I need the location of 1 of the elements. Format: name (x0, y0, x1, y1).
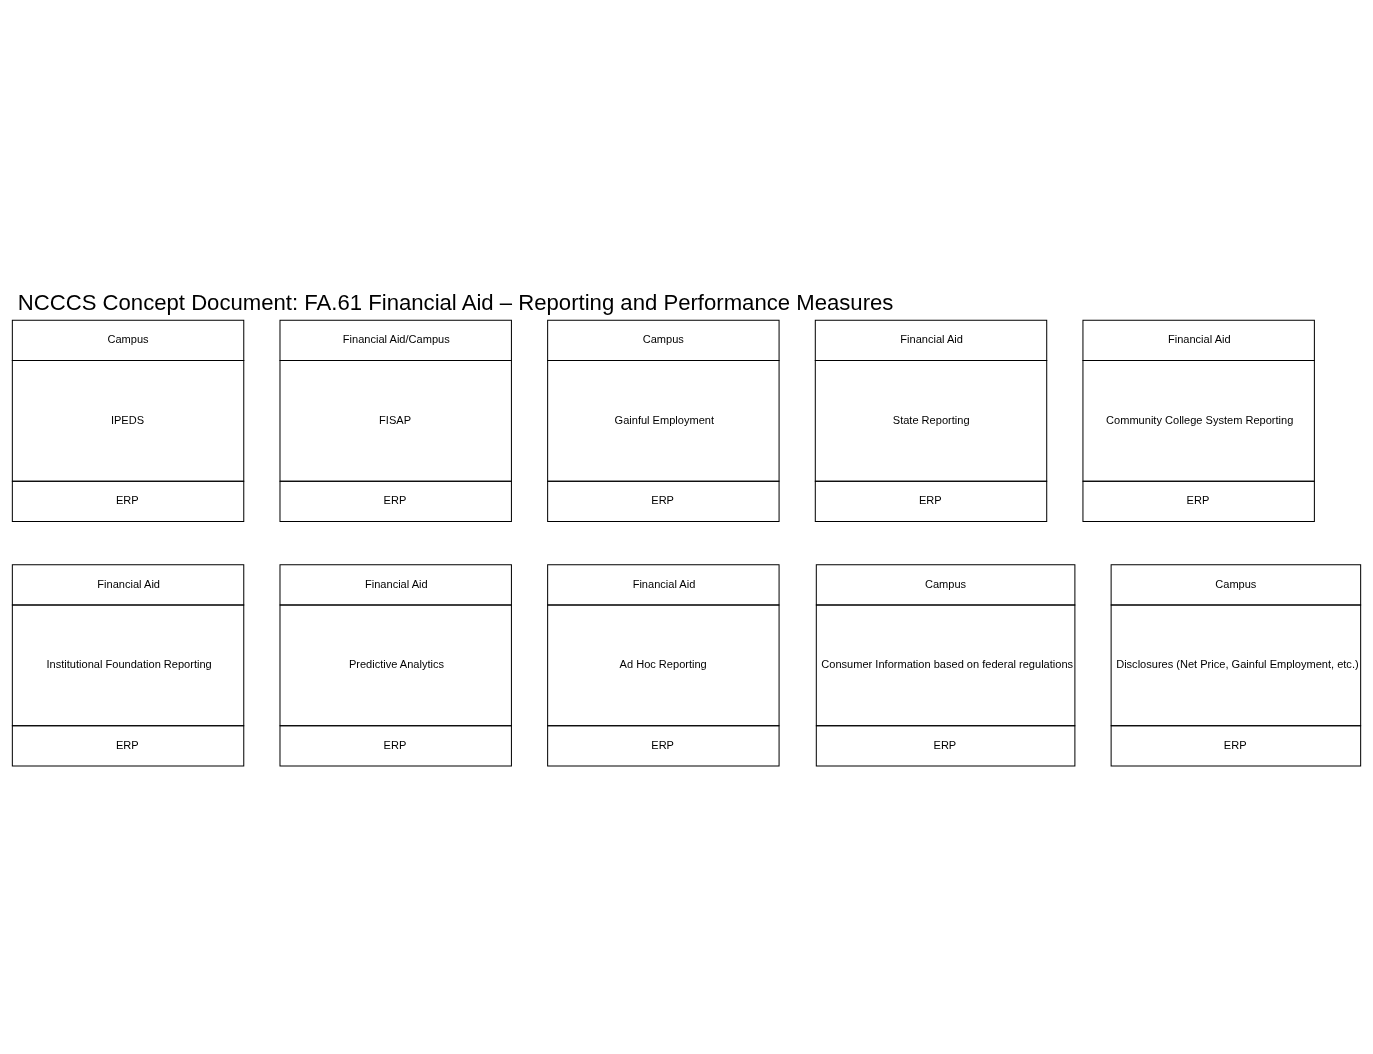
diagram-title: NCCCS Concept Document: FA.61 Financial Aid – Reporting and Performance Measures (17, 289, 894, 315)
